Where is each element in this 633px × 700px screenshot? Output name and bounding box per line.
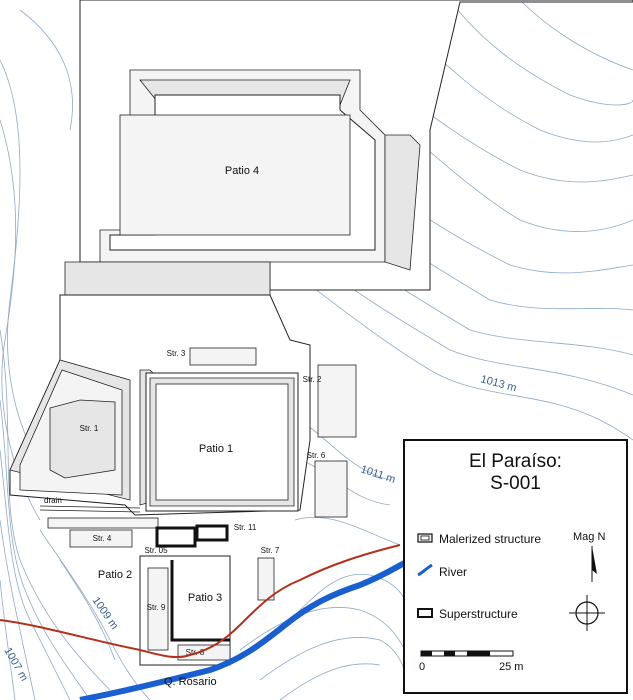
legend-box: El Paraíso: S-001 Malerized structure Ri… [403, 439, 628, 694]
patio-4-complex: Patio 4 [64, 0, 633, 296]
river-name-label: Q. Rosario [164, 676, 217, 688]
str-6-label: Str. 6 [307, 451, 326, 460]
river-line [79, 557, 412, 700]
legend-item-malerized: Malerized structure [417, 531, 541, 546]
legend-title: El Paraíso: S-001 [405, 451, 626, 495]
north-arrow-icon [591, 546, 597, 582]
str-11-label: Str. 11 [234, 523, 257, 532]
str-05-label: Str. 05 [144, 546, 168, 555]
malerized-structure-icon [417, 532, 433, 546]
str-9-label: Str. 9 [147, 603, 166, 612]
scale-bar [420, 650, 514, 657]
legend-label-superstructure: Superstructure [439, 606, 518, 621]
lower-structures: Str. 4 Str. 05 Str. 11 Str. 9 Str. 8 Str… [47, 517, 280, 666]
patio-2-label: Patio 2 [98, 569, 132, 581]
str-2-label: Str. 2 [303, 375, 322, 384]
str-4-label: Str. 4 [93, 534, 112, 543]
legend-item-river: River [417, 564, 467, 579]
red-route-line [0, 544, 401, 659]
drain-label: drain [44, 496, 62, 505]
scale-start-label: 0 [419, 661, 426, 673]
legend-label-river: River [439, 564, 468, 579]
patio-3-label: Patio 3 [188, 592, 222, 604]
superstructure-icon [417, 607, 433, 621]
str-7-label: Str. 7 [261, 546, 280, 555]
contour-label-1011: 1011 m [359, 463, 397, 485]
patio-4-label: Patio 4 [225, 165, 259, 177]
river-line-icon [417, 564, 433, 579]
north-label: Mag N [573, 531, 606, 543]
patio-1-complex: Patio 1 Str. 1 Str. 2 Str. 3 Str. 6 [9, 294, 357, 518]
compass-icon [569, 595, 605, 631]
scale-end-label: 25 m [499, 661, 524, 673]
str-3-label: Str. 3 [167, 349, 186, 358]
legend-title-line-1: El Paraíso: [469, 451, 562, 472]
contour-label-1013: 1013 m [479, 373, 518, 394]
legend-label-malerized: Malerized structure [439, 531, 542, 546]
patio-1-label: Patio 1 [199, 443, 233, 455]
str-1-label: Str. 1 [80, 424, 99, 433]
legend-item-superstructure: Superstructure [417, 606, 518, 621]
contour-label-1007: 1007 m [1, 646, 30, 684]
contour-label-1009: 1009 m [90, 595, 121, 632]
legend-title-line-2: S-001 [490, 473, 541, 494]
drain: drain [39, 496, 141, 513]
